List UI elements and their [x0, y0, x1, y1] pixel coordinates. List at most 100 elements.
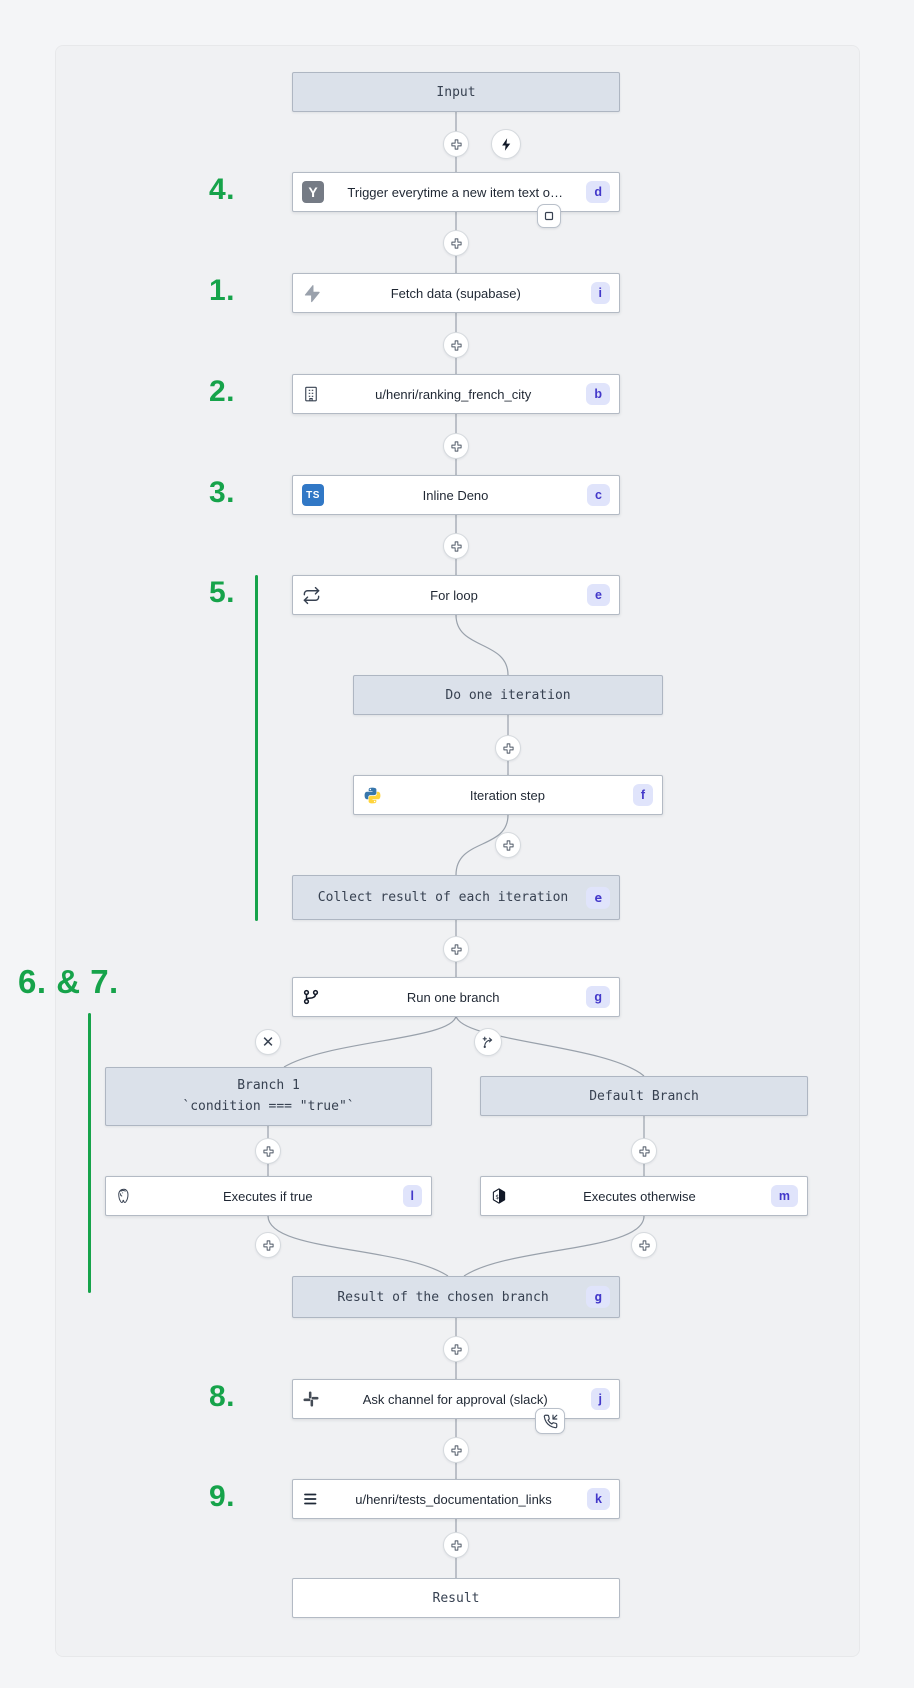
add-step-button[interactable]	[495, 735, 521, 761]
add-step-button[interactable]	[255, 1232, 281, 1258]
run-one-branch-step-node[interactable]: Run one branch g	[292, 977, 620, 1017]
add-step-button[interactable]	[443, 131, 469, 157]
typescript-icon: TS	[302, 484, 324, 506]
svg-text:$: $	[495, 1194, 499, 1201]
loop-scope-line	[255, 575, 258, 921]
canvas-background	[55, 45, 860, 1657]
add-step-button[interactable]	[443, 1336, 469, 1362]
ranking-french-city-step-node[interactable]: u/henri/ranking_french_city b	[292, 374, 620, 414]
trigger-step-label: Trigger everytime a new item text o…	[347, 184, 563, 200]
add-step-button[interactable]	[495, 832, 521, 858]
bolt-icon	[501, 137, 510, 151]
phone-incoming-icon	[543, 1414, 557, 1428]
plus-icon	[262, 1145, 274, 1157]
add-step-button[interactable]	[631, 1138, 657, 1164]
python-icon	[364, 787, 381, 803]
step-id-badge: d	[586, 180, 610, 204]
annotation-step5: 5.	[208, 576, 235, 609]
input-node-label: Input	[436, 84, 476, 100]
default-branch-label: Default Branch	[589, 1088, 699, 1104]
executes-if-true-step-label: Executes if true	[222, 1188, 313, 1204]
suspend-approval-indicator[interactable]	[535, 1408, 565, 1434]
plus-icon	[450, 138, 462, 150]
tests-documentation-links-step-node[interactable]: u/henri/tests_documentation_links k	[292, 1479, 620, 1519]
capture-square-button[interactable]	[537, 204, 561, 228]
annotation-step1: 1.	[208, 274, 235, 307]
step-id-badge: b	[586, 382, 610, 406]
add-step-button[interactable]	[443, 332, 469, 358]
result-chosen-branch-label: Result of the chosen branch	[337, 1289, 549, 1305]
plus-icon	[450, 1539, 462, 1551]
hackernews-y-icon: Y	[302, 181, 324, 203]
remove-branch-button[interactable]: ✕	[255, 1029, 281, 1055]
add-step-button[interactable]	[443, 1532, 469, 1558]
square-icon	[544, 211, 554, 221]
iteration-step-node[interactable]: Iteration step f	[353, 775, 663, 815]
step-id-badge: e	[587, 583, 610, 607]
result-chosen-branch-node[interactable]: Result of the chosen branch g	[292, 1276, 620, 1318]
step-id-badge: g	[586, 985, 610, 1009]
branch-1-title: Branch 1	[237, 1078, 300, 1094]
shell-dollar-icon: $	[492, 1188, 506, 1204]
plus-icon	[450, 440, 462, 452]
annotation-step8: 8.	[208, 1380, 235, 1413]
add-branch-button[interactable]	[474, 1028, 502, 1056]
trigger-step-node[interactable]: Y Trigger everytime a new item text o… d	[292, 172, 620, 212]
plus-icon	[450, 1444, 462, 1456]
plus-icon	[638, 1145, 650, 1157]
do-one-iteration-label: Do one iteration	[445, 687, 571, 703]
step-id-badge: k	[587, 1487, 610, 1511]
step-id-badge: l	[402, 1184, 422, 1208]
annotation-step4: 4.	[208, 173, 235, 206]
add-step-button[interactable]	[255, 1138, 281, 1164]
do-one-iteration-node[interactable]: Do one iteration	[353, 675, 663, 715]
annotation-step6-7: 6. & 7.	[18, 963, 119, 1000]
add-step-button[interactable]	[443, 230, 469, 256]
for-loop-step-label: For loop	[430, 587, 478, 603]
branch-1-node[interactable]: Branch 1 `condition === "true"`	[105, 1067, 432, 1126]
executes-if-true-step-node[interactable]: Executes if true l	[105, 1176, 432, 1216]
trigger-bolt-button[interactable]	[491, 129, 521, 159]
add-branch-icon	[482, 1036, 492, 1048]
add-step-button[interactable]	[443, 533, 469, 559]
step-id-badge: g	[586, 1285, 610, 1309]
annotation-step3: 3.	[208, 476, 235, 509]
plus-icon	[450, 1343, 462, 1355]
add-step-button[interactable]	[443, 936, 469, 962]
branch-scope-line	[88, 1013, 91, 1293]
slack-icon	[303, 1391, 319, 1407]
result-node-label: Result	[432, 1590, 480, 1606]
postgresql-icon	[118, 1188, 129, 1203]
plus-icon	[502, 742, 514, 754]
collect-result-node[interactable]: Collect result of each iteration e	[292, 875, 620, 920]
plus-icon	[450, 943, 462, 955]
ask-approval-step-label: Ask channel for approval (slack)	[362, 1391, 548, 1407]
plus-icon	[638, 1239, 650, 1251]
add-step-button[interactable]	[631, 1232, 657, 1258]
inline-deno-step-node[interactable]: TS Inline Deno c	[292, 475, 620, 515]
executes-otherwise-step-node[interactable]: $ Executes otherwise m	[480, 1176, 808, 1216]
default-branch-node[interactable]: Default Branch	[480, 1076, 808, 1116]
annotation-step9: 9.	[208, 1480, 235, 1513]
plus-icon	[262, 1239, 274, 1251]
git-branch-icon	[303, 989, 319, 1005]
plus-icon	[502, 839, 514, 851]
step-id-badge: m	[770, 1184, 798, 1208]
building-icon	[305, 386, 317, 402]
result-node[interactable]: Result	[292, 1578, 620, 1618]
fetch-data-step-node[interactable]: Fetch data (supabase) i	[292, 273, 620, 313]
ask-approval-step-node[interactable]: Ask channel for approval (slack) j	[292, 1379, 620, 1419]
fetch-data-step-label: Fetch data (supabase)	[390, 285, 521, 301]
input-node[interactable]: Input	[292, 72, 620, 112]
collect-result-label: Collect result of each iteration	[317, 890, 569, 905]
for-loop-step-node[interactable]: For loop e	[292, 575, 620, 615]
executes-otherwise-step-label: Executes otherwise	[583, 1188, 696, 1204]
plus-icon	[450, 237, 462, 249]
inline-deno-step-label: Inline Deno	[422, 487, 489, 503]
add-step-button[interactable]	[443, 1437, 469, 1463]
add-step-button[interactable]	[443, 433, 469, 459]
step-id-badge: c	[587, 483, 610, 507]
annotation-step2: 2.	[208, 375, 235, 408]
repeat-icon	[303, 586, 320, 604]
